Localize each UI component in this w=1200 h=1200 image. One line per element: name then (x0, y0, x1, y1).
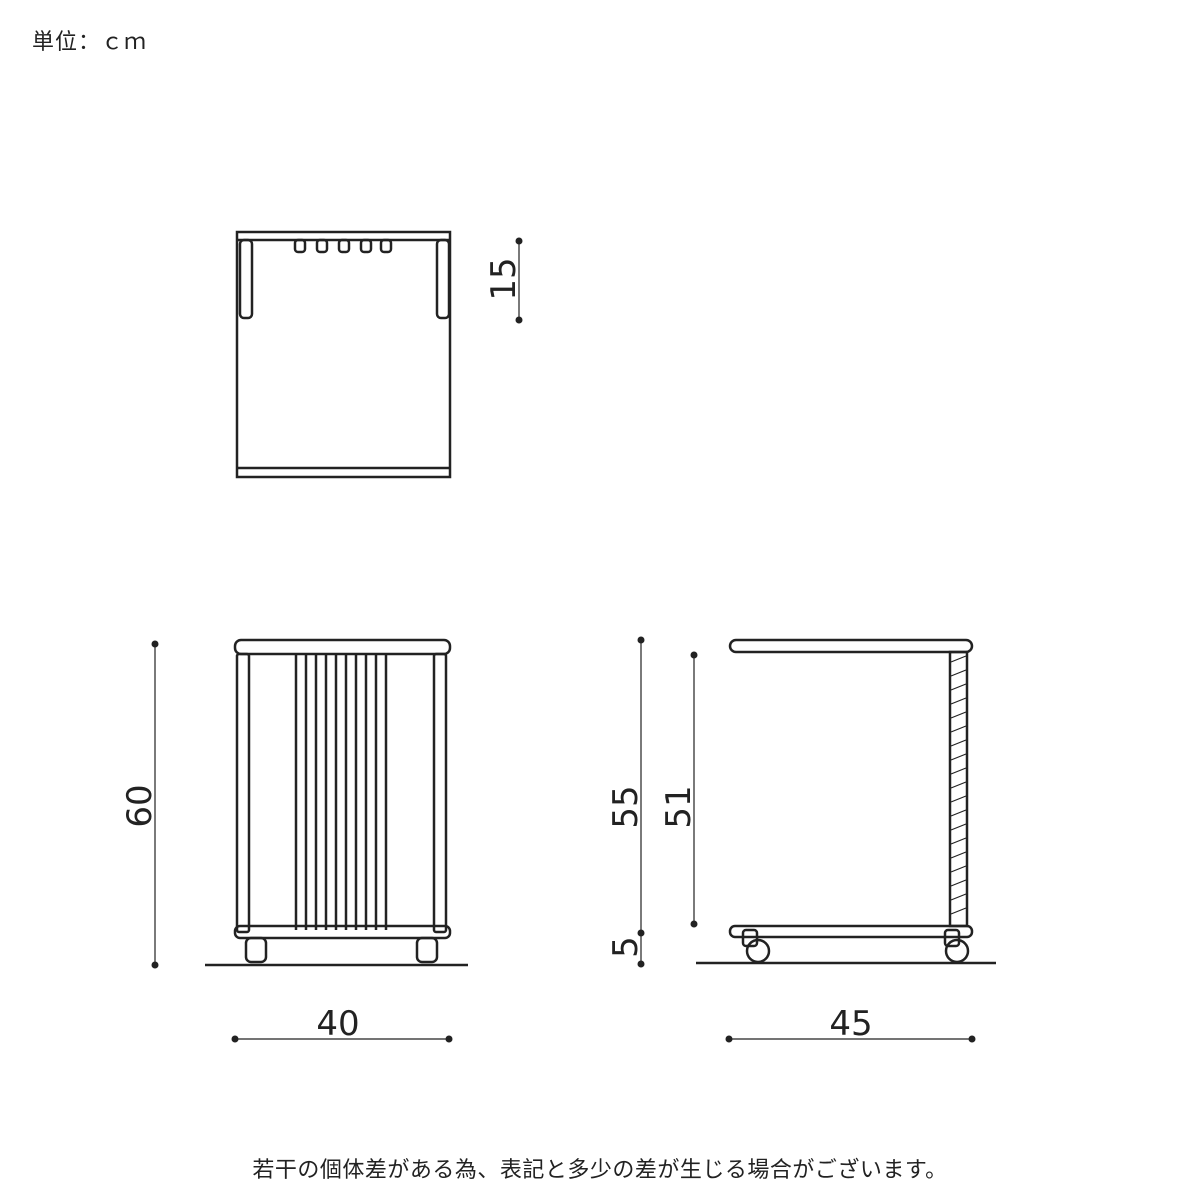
front-view-slats (294, 654, 388, 930)
unit-label: 単位：ｃｍ (32, 30, 148, 55)
top-view: 15 (235, 230, 524, 479)
dim-front-width: 40 (316, 1004, 359, 1044)
dim-front-height: 60 (120, 784, 160, 827)
side-view-panel-hatching (950, 655, 967, 915)
front-view: 60 40 (120, 638, 468, 1044)
dim-side-width: 45 (829, 1004, 872, 1044)
side-view: 55 5 51 45 (606, 636, 996, 1044)
dim-side-height-total: 55 (606, 785, 646, 828)
dim-side-height-inner: 51 (659, 785, 699, 828)
top-view-handle-holes (293, 238, 393, 254)
dim-caster-height: 5 (606, 936, 646, 958)
footnote: 若干の個体差がある為、表記と多少の差が生じる場合がございます。 (252, 1158, 948, 1183)
dim-top-depth: 15 (484, 257, 524, 300)
